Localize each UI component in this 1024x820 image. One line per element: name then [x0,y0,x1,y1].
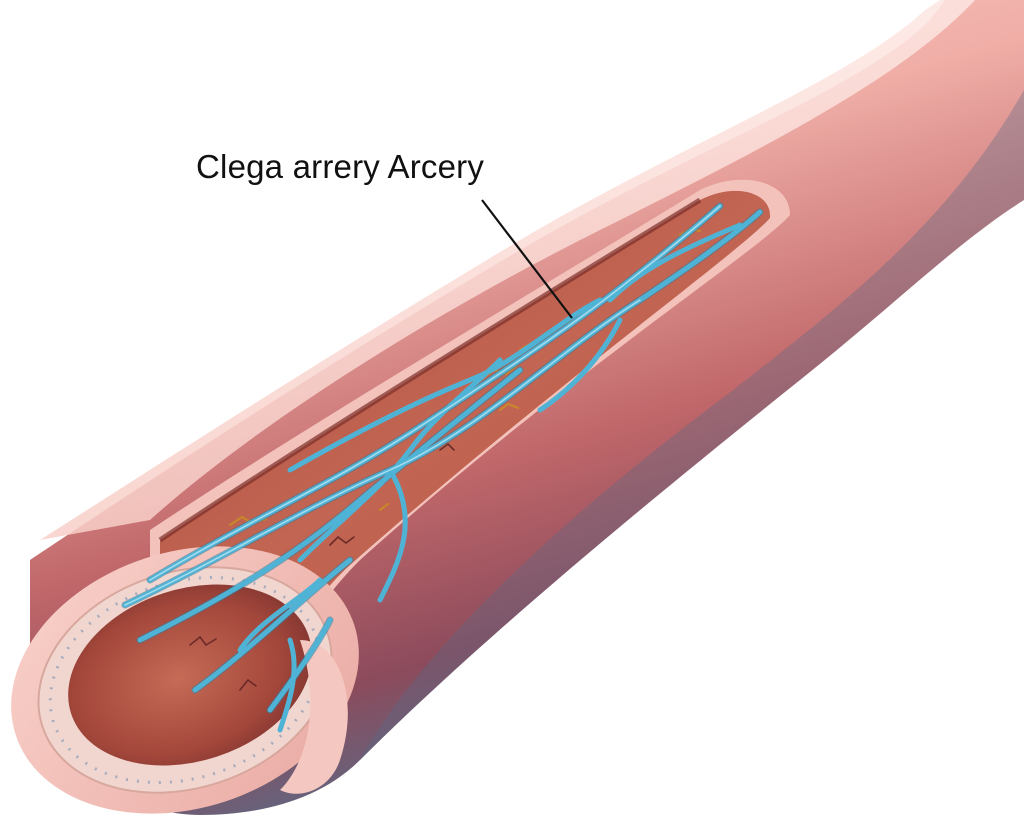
artery-shadow [360,90,1024,760]
cross-section-dots [48,576,322,784]
cross-section-cut-wall [280,640,348,794]
blue-fibers [121,202,764,733]
artery-wall-highlight [40,0,975,540]
cutaway-edge [158,197,702,543]
cross-section-lumen [68,584,312,766]
cutaway-channel [160,190,771,628]
callout-label: Clega arrery Arcery [196,148,485,185]
callout-pointer [481,199,573,319]
